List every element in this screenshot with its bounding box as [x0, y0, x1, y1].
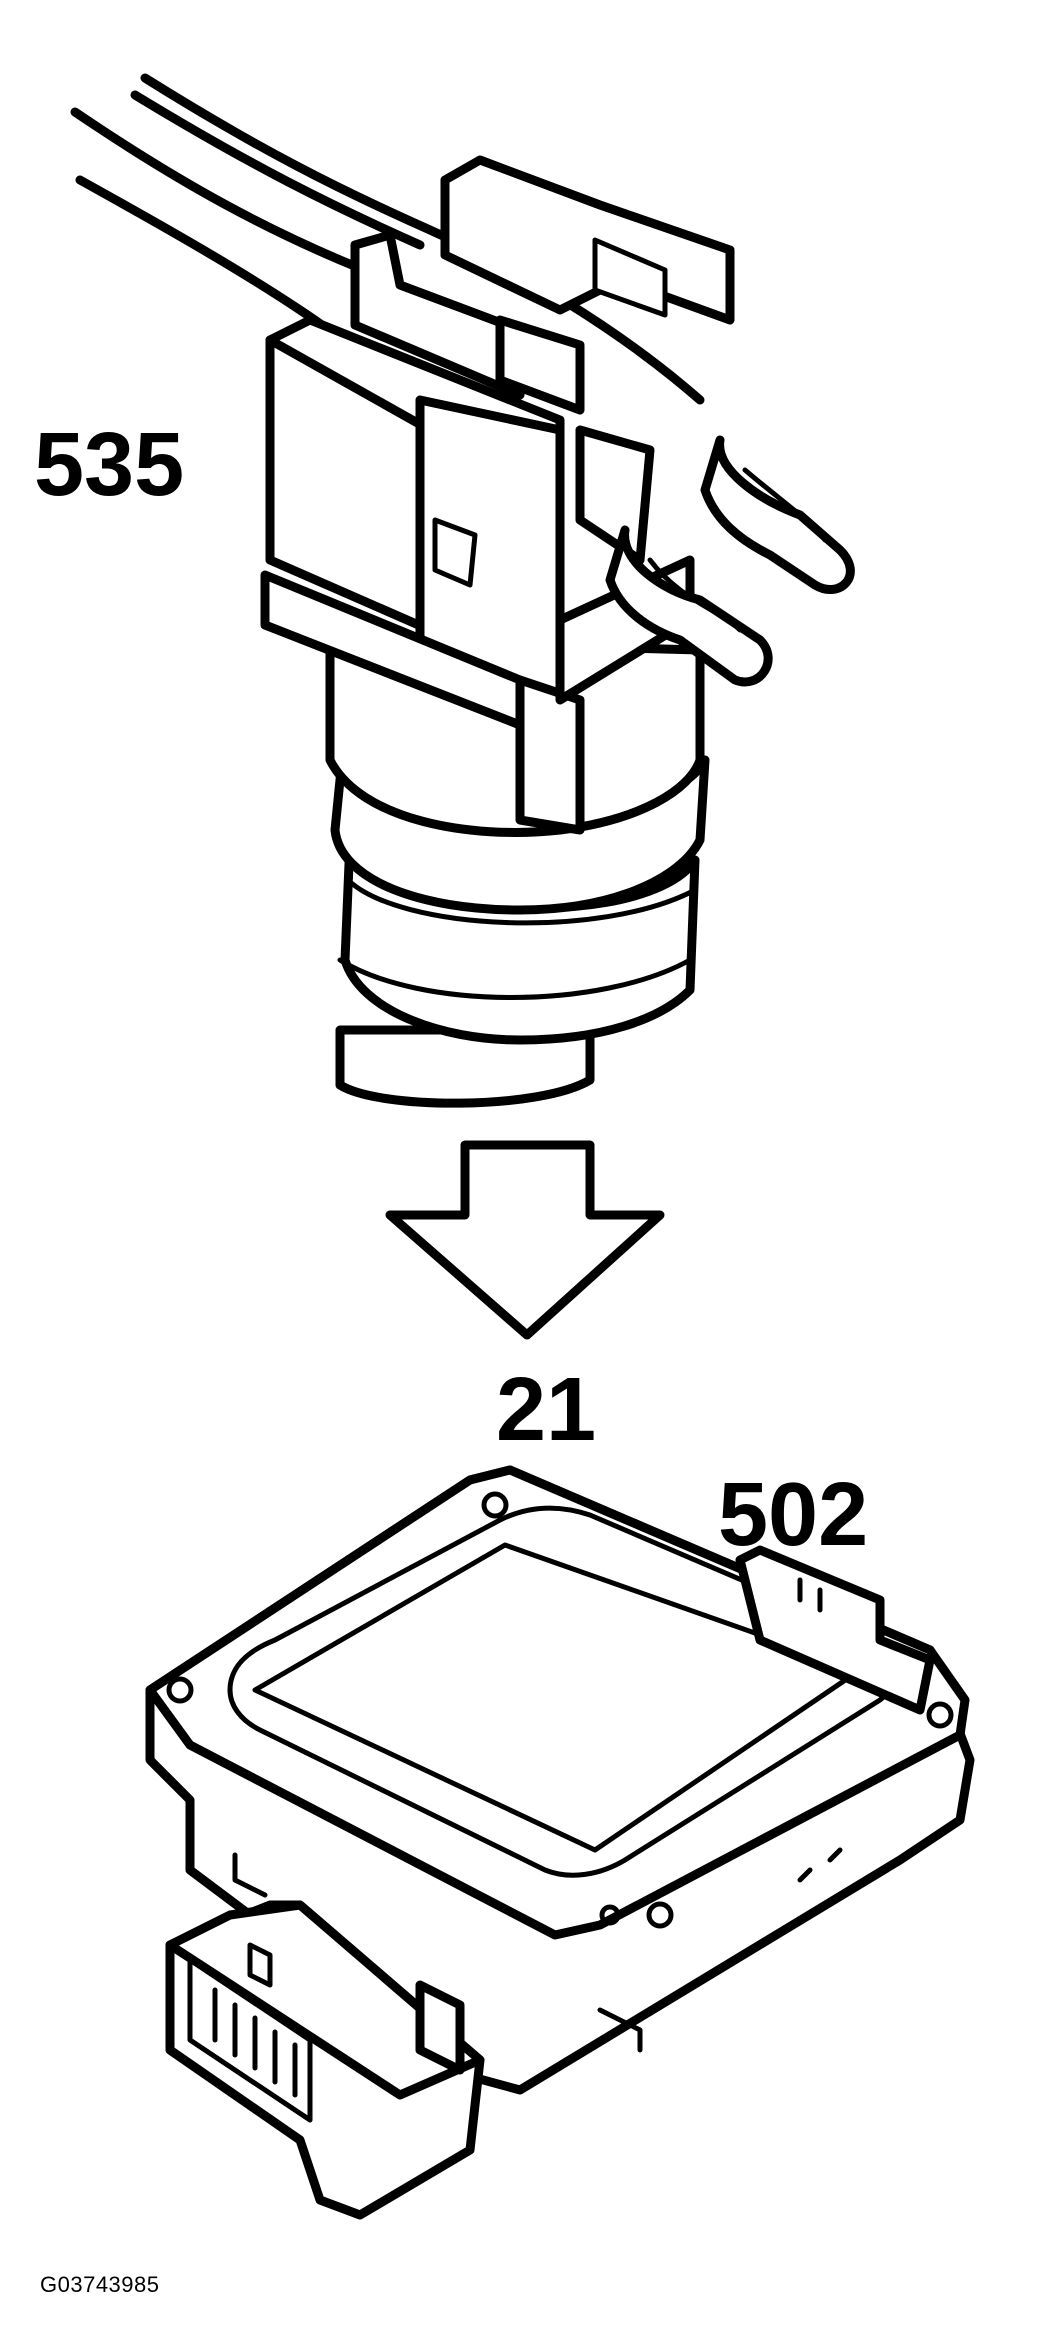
- sensor-assembly: [70, 73, 855, 1108]
- module-connector: [165, 1852, 485, 2220]
- mount-hole-icon: [481, 1491, 509, 1519]
- mount-hole-icon: [926, 1701, 954, 1729]
- step-arrow: [385, 1140, 665, 1340]
- sensor-connector: [260, 155, 735, 835]
- control-module: [145, 1465, 975, 2220]
- part-number-module: 502: [718, 1465, 869, 1565]
- mount-hole-icon: [646, 1901, 674, 1929]
- part-number-sensor: 535: [34, 415, 185, 515]
- mount-hole-icon: [166, 1676, 194, 1704]
- step-number: 21: [496, 1360, 597, 1460]
- sensor-terminals: [605, 435, 855, 687]
- figure-reference: G03743985: [40, 2272, 160, 2297]
